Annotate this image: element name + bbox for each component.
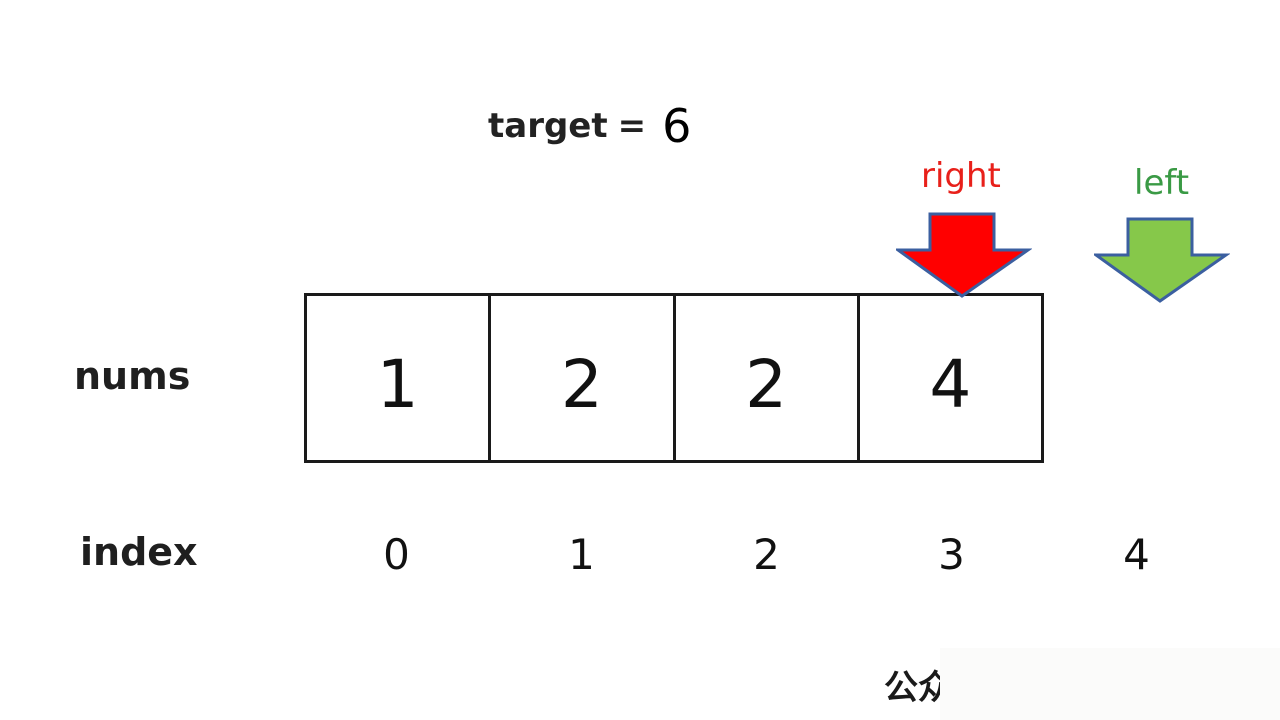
array-cell-3: 4 xyxy=(929,345,972,423)
right-pointer-arrow-icon xyxy=(896,212,1032,298)
array-cell-0: 1 xyxy=(307,296,492,460)
nums-row-label: nums xyxy=(74,354,191,398)
index-row: 0 1 2 3 4 xyxy=(304,530,1229,590)
watermark-cover-overlay xyxy=(940,648,1280,720)
array-cell-2: 2 xyxy=(676,296,860,460)
index-3: 3 xyxy=(938,530,965,579)
target-equals-sign: = xyxy=(617,106,647,146)
target-label: target xyxy=(488,106,608,146)
index-1: 1 xyxy=(568,530,595,579)
nums-array: 1 2 2 4 xyxy=(304,293,1044,463)
index-row-label: index xyxy=(80,530,198,574)
left-pointer-label: left xyxy=(1134,163,1190,203)
index-2: 2 xyxy=(753,530,780,579)
index-0: 0 xyxy=(383,530,410,579)
array-cell-1: 2 xyxy=(491,296,676,460)
right-pointer-label: right xyxy=(921,156,1001,196)
target-value: 6 xyxy=(662,99,692,153)
target-display: target = 6 xyxy=(488,96,691,156)
left-pointer-arrow-icon xyxy=(1094,217,1230,303)
index-4: 4 xyxy=(1123,530,1150,579)
